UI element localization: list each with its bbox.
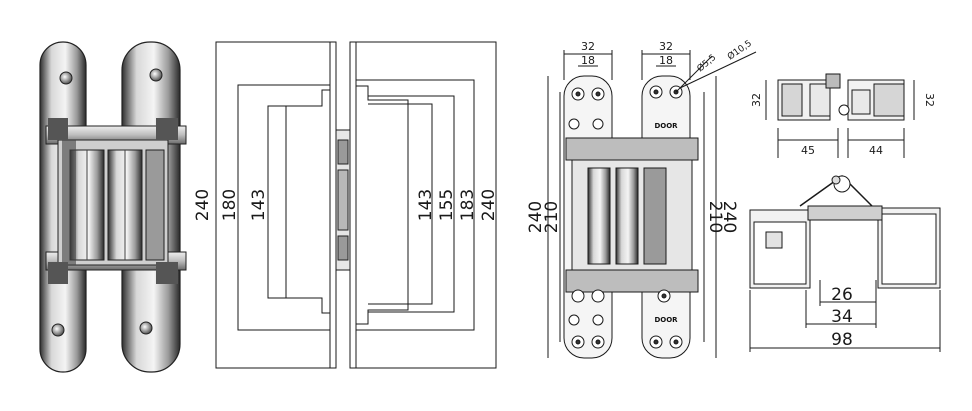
dim-32-front-left: 32: [581, 40, 595, 53]
dim-32-front-right: 32: [659, 40, 673, 53]
hinge-3d-render: [39, 41, 187, 373]
dim-240-left: 240: [193, 189, 213, 221]
dim-180: 180: [220, 189, 240, 221]
open-view-dimensions: 26 34 98: [831, 285, 853, 350]
screw-icon: [59, 71, 73, 85]
hole-icon: [568, 314, 580, 326]
top-view-closed: [765, 73, 915, 158]
front-dimensions: 32 18 32 18 Ø5,5 Ø10,5 240 210 210 240 D…: [526, 38, 754, 324]
dim-32-top-right: 32: [923, 93, 936, 107]
hole-icon: [571, 289, 585, 303]
section-view: [215, 41, 497, 369]
dim-32-top-left: 32: [750, 93, 763, 107]
front-view: [547, 50, 757, 359]
dim-18-front-right: 18: [659, 54, 673, 67]
dim-240-front-left: 240: [526, 201, 546, 233]
hole-icon: [592, 314, 604, 326]
dim-26: 26: [831, 285, 853, 305]
dia-10-5: Ø10,5: [725, 38, 754, 63]
brand-label-bottom: DOOR: [654, 316, 678, 324]
open-view: [749, 175, 941, 352]
top-view-dimensions: 32 32 45 44: [750, 93, 936, 157]
brand-label-top: DOOR: [654, 122, 678, 130]
dim-210-front-left: 210: [542, 201, 562, 233]
dim-98: 98: [831, 330, 853, 350]
screw-icon: [51, 323, 65, 337]
hinge-mechanism: [57, 139, 169, 266]
dim-44: 44: [869, 144, 883, 157]
hole-icon: [568, 118, 580, 130]
dim-210-front-right: 210: [705, 201, 725, 233]
dim-34: 34: [831, 307, 853, 327]
dim-143-right: 143: [416, 189, 436, 221]
dim-240-right: 240: [479, 189, 499, 221]
dim-18-front-left: 18: [581, 54, 595, 67]
screw-icon: [149, 68, 163, 82]
hole-icon: [592, 118, 604, 130]
section-dimensions: 240 180 143 143 155 183 240: [193, 189, 499, 221]
dim-45: 45: [801, 144, 815, 157]
dim-240-front-right: 240: [719, 201, 739, 233]
dim-143-left: 143: [249, 189, 269, 221]
dim-155: 155: [437, 189, 457, 221]
screw-icon: [139, 321, 153, 335]
dim-183: 183: [458, 189, 478, 221]
hole-icon: [591, 289, 605, 303]
